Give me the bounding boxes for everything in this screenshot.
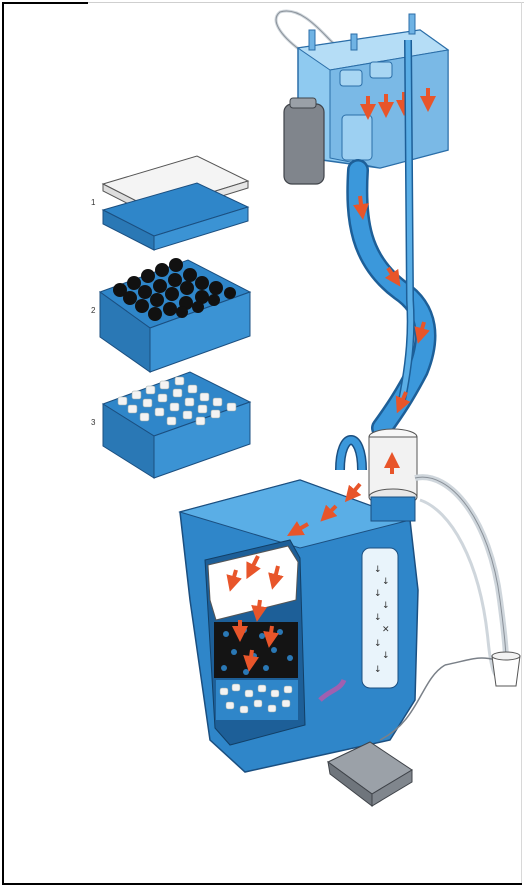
svg-text:↓: ↓: [382, 651, 390, 661]
media-layer-1: [103, 156, 248, 250]
media-layer-2: [100, 258, 250, 372]
top-filter-unit: [276, 11, 448, 184]
media-label-2: 2: [91, 306, 96, 315]
svg-text:↓: ↓: [374, 613, 382, 623]
svg-text:↓: ↓: [382, 577, 390, 587]
media-layer-3: [103, 372, 250, 478]
svg-text:✕: ✕: [382, 625, 390, 635]
svg-text:↓: ↓: [374, 665, 382, 675]
canister-unit: ↓↓↓ ↓↓✕ ↓↓↓: [180, 429, 418, 772]
media-label-3: 3: [91, 418, 96, 427]
svg-text:↓: ↓: [382, 601, 390, 611]
svg-text:↓: ↓: [374, 565, 382, 575]
media-label-1: 1: [91, 198, 96, 207]
media-stack: 1 2 3: [91, 156, 250, 478]
svg-text:↓: ↓: [374, 589, 382, 599]
svg-text:↓: ↓: [374, 639, 382, 649]
